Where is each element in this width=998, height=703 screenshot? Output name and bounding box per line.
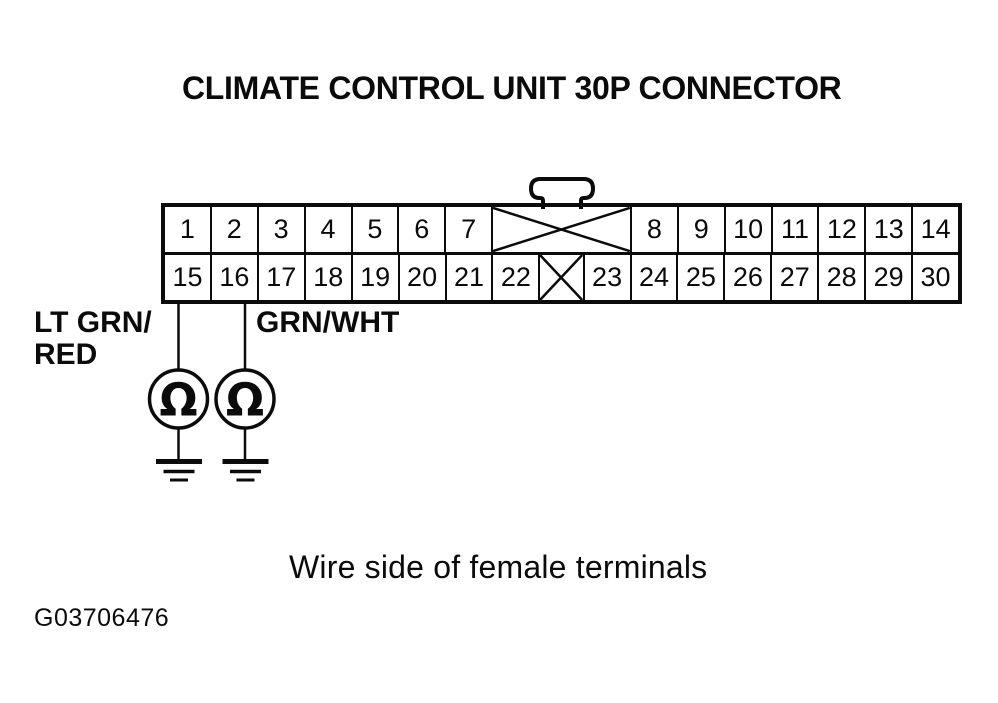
pin-cell-26: 26 (723, 255, 770, 300)
pin-cell-3: 3 (256, 207, 304, 252)
pin-cell-7: 7 (444, 207, 491, 252)
wire-label-line: RED (34, 338, 98, 372)
pin-cell-17: 17 (256, 255, 304, 300)
diagram-caption: Wire side of female terminals (289, 549, 708, 585)
pin-cell-15: 15 (172, 262, 203, 292)
pin-cell-30: 30 (911, 255, 958, 300)
wire-label-line: LT GRN/ (34, 306, 152, 339)
pin-cell-14: 14 (911, 207, 958, 252)
pin-cell-23: 23 (582, 255, 630, 300)
wire-line-pin15: Ω (147, 303, 210, 482)
connector-lock-tab-icon (529, 177, 595, 209)
blocked-slot-x-icon (538, 255, 582, 300)
pin-cell-16: 16 (209, 255, 257, 300)
pin-cell-10: 10 (723, 207, 771, 252)
pin-cell-1: 1 (179, 214, 195, 244)
ground-symbol-icon (222, 459, 269, 482)
ohmmeter-icon (214, 368, 276, 430)
pin-cell-25: 25 (676, 255, 723, 300)
pin-cell-9: 9 (676, 207, 724, 252)
pin-cell-5: 5 (350, 207, 398, 252)
connector-top-row: 1 2 3 4 5 6 7 8 9 10 11 12 13 14 (165, 207, 958, 255)
pin-cell-18: 18 (303, 255, 351, 300)
ground-symbol-icon (156, 459, 202, 482)
wire-label-line: GRN/WHT (256, 306, 400, 339)
connector-bottom-row: 15 16 17 18 19 20 21 22 23 24 25 26 27 2… (165, 255, 958, 300)
connector-30p: 1 2 3 4 5 6 7 8 9 10 11 12 13 14 15 16 (161, 203, 962, 304)
pin-cell-6: 6 (397, 207, 444, 252)
pin-cell-13: 13 (864, 207, 911, 252)
diagram-title: CLIMATE CONTROL UNIT 30P CONNECTOR (182, 70, 842, 106)
pin-cell-28: 28 (817, 255, 864, 300)
pin-cell-2: 2 (209, 207, 257, 252)
ohm-symbol: Ω (159, 374, 197, 427)
ohmmeter-icon (147, 368, 210, 430)
pin-cell-12: 12 (817, 207, 864, 252)
wire-color-label-grn-wht: GRN/WHT (256, 306, 400, 339)
pin-cell-19: 19 (350, 255, 398, 300)
pin-cell-24: 24 (629, 255, 677, 300)
pin-cell-29: 29 (864, 255, 911, 300)
crossed-blank-region-icon (491, 207, 630, 252)
pin-cell-21: 21 (444, 255, 492, 300)
pin-cell-11: 11 (770, 207, 818, 252)
pin-cell-8: 8 (629, 207, 677, 252)
pin-cell-27: 27 (770, 255, 817, 300)
figure-id: G03706476 (34, 604, 170, 632)
wire-color-label-lt-grn-red: LT GRN/ RED (34, 306, 152, 372)
pin-cell-4: 4 (303, 207, 351, 252)
pin-cell-22: 22 (491, 255, 538, 300)
pin-cell-20: 20 (397, 255, 445, 300)
ohm-symbol: Ω (226, 374, 264, 427)
